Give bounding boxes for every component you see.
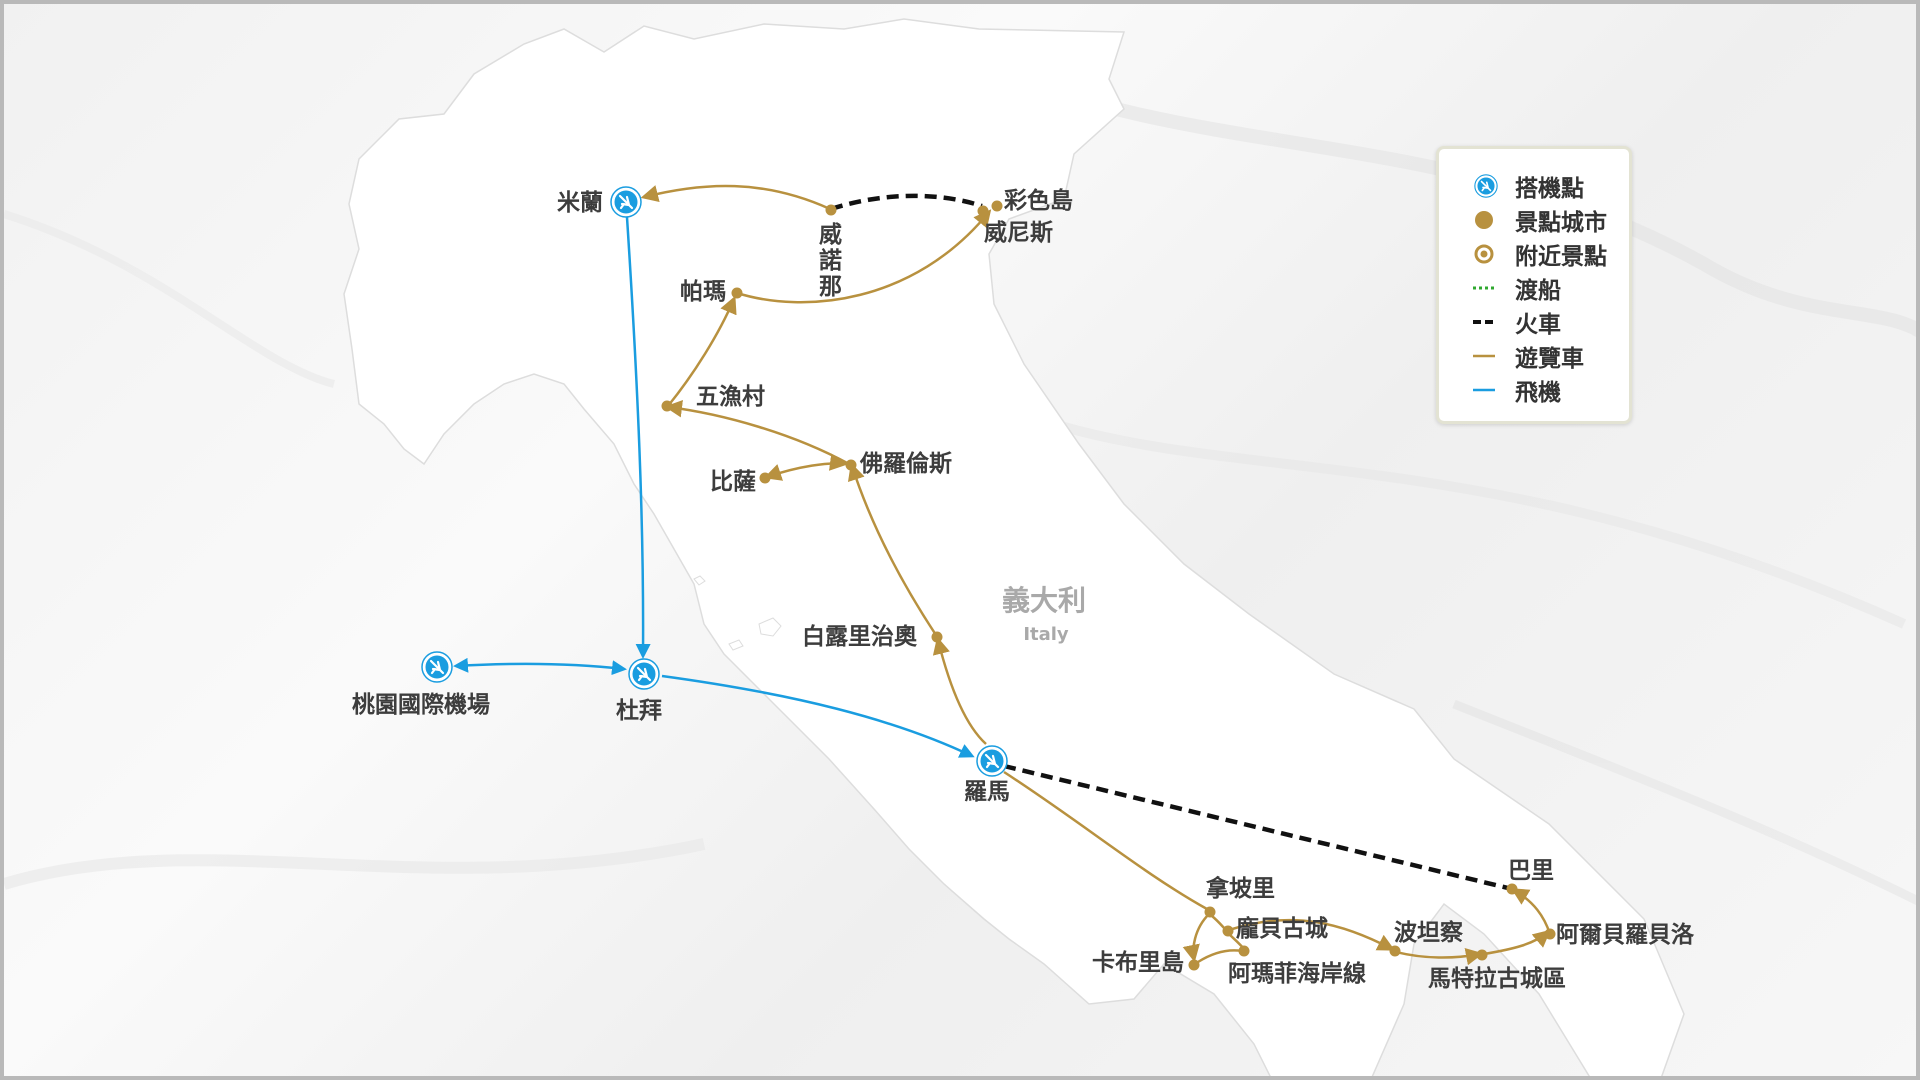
city-dot-capri — [1188, 959, 1200, 971]
label-parma: 帕瑪 — [680, 278, 726, 305]
legend-label-train: 火車 — [1515, 312, 1561, 338]
city-dot-parma — [731, 287, 743, 299]
city-dot-florence — [845, 459, 857, 471]
label-cinque-terre: 五漁村 — [696, 383, 765, 410]
bus-route-matera-alberobello — [1483, 929, 1551, 956]
label-dubai: 杜拜 — [616, 698, 662, 724]
label-pompeii: 龐貝古城 — [1236, 915, 1328, 942]
bus-route-verona-milan — [640, 184, 831, 211]
label-bari: 巴里 — [1508, 858, 1554, 884]
city-dot-amalfi — [1238, 945, 1250, 957]
airport-icon-dubai — [627, 657, 661, 691]
country-label: 義大利 — [1002, 584, 1086, 617]
label-milan: 米蘭 — [557, 190, 603, 216]
city-dot-pompeii — [1222, 925, 1234, 937]
legend-label-bus: 遊覽車 — [1515, 346, 1584, 372]
city-dot-verona — [825, 204, 837, 216]
label-venice: 威尼斯 — [984, 219, 1053, 246]
bus-route-rome-naples — [1003, 770, 1208, 911]
train-line-icon — [1473, 309, 1505, 335]
bus-route-potenza-matera — [1395, 948, 1484, 966]
label-verona-1: 威 — [819, 221, 842, 248]
label-civita: 白露里治奧 — [802, 623, 918, 650]
bus-routes — [640, 184, 1552, 966]
label-burano: 彩色島 — [1003, 187, 1073, 214]
legend-item-nearby: 附近景點 — [1473, 237, 1629, 271]
city-dot-alberobello — [1544, 928, 1556, 940]
label-amalfi: 阿瑪菲海岸線 — [1228, 960, 1366, 987]
bus-route-pisa-florence — [763, 453, 848, 481]
bus-route-cinque-parma — [667, 295, 737, 407]
city-dot-burano — [991, 200, 1003, 212]
flight-route-taoyuan-dubai — [453, 657, 627, 676]
legend-item-bus: 遊覽車 — [1473, 339, 1629, 373]
bus-route-pompeii-potenza — [1228, 918, 1396, 951]
label-taoyuan: 桃園國際機場 — [352, 691, 490, 718]
nearby-spot-icon — [1473, 241, 1505, 267]
label-potenza: 波坦察 — [1394, 919, 1464, 946]
city-dot-bari — [1506, 883, 1518, 895]
legend-item-airport: 搭機點 — [1473, 169, 1629, 203]
train-route-verona-venice — [830, 193, 983, 212]
city-dot-naples — [1204, 906, 1216, 918]
legend-item-flight: 飛機 — [1473, 373, 1629, 407]
bus-line-icon — [1473, 343, 1505, 369]
label-florence: 佛羅倫斯 — [859, 450, 952, 477]
route-map: 義大利 Italy — [4, 18, 1916, 1076]
city-dot-matera — [1476, 949, 1488, 961]
flight-line-icon — [1473, 377, 1505, 403]
legend-item-train: 火車 — [1473, 305, 1629, 339]
city-dot-pisa — [759, 472, 771, 484]
label-rome: 羅馬 — [964, 779, 1010, 805]
city-dots — [661, 200, 1556, 971]
city-dot-potenza — [1389, 945, 1401, 957]
label-alberobello: 阿爾貝羅貝洛 — [1556, 921, 1695, 948]
label-capri: 卡布里島 — [1092, 949, 1184, 976]
flight-route-milan-dubai — [624, 201, 651, 659]
label-matera: 馬特拉古城區 — [1428, 965, 1566, 992]
city-dot-civita — [931, 631, 943, 643]
label-verona-3: 那 — [819, 274, 842, 300]
bus-route-parma-venice — [736, 209, 992, 304]
legend-label-nearby: 附近景點 — [1515, 244, 1607, 270]
legend-item-ferry: 渡船 — [1473, 271, 1629, 305]
airport-icon-rome — [975, 744, 1009, 778]
map-legend: 搭機點 景點城市 附近景點 渡船 火車 遊覽車 飛機 — [1436, 146, 1632, 424]
bus-route-civita-florence — [847, 462, 938, 636]
city-labels: 米蘭 威 諾 那 彩色島 威尼斯 帕瑪 五漁村 佛羅倫斯 比薩 白露里治奧 羅馬… — [352, 187, 1695, 992]
airport-icon — [1473, 173, 1505, 199]
label-pisa: 比薩 — [710, 469, 756, 495]
train-routes — [830, 193, 1513, 892]
flight-routes — [453, 201, 975, 758]
label-naples: 拿坡里 — [1205, 875, 1275, 902]
country-label-en: Italy — [1023, 624, 1069, 645]
train-route-rome-bari — [1003, 763, 1513, 892]
legend-label-ferry: 渡船 — [1515, 278, 1561, 304]
flight-route-dubai-rome — [661, 674, 975, 758]
label-verona-2: 諾 — [819, 247, 842, 274]
italy-landmass — [343, 18, 1685, 1076]
legend-label-city: 景點城市 — [1515, 210, 1607, 236]
airport-icon-milan — [609, 185, 643, 219]
city-dot-cinque-terre — [661, 400, 673, 412]
legend-label-flight: 飛機 — [1515, 380, 1561, 406]
airport-icon-taoyuan — [420, 650, 454, 684]
legend-item-city: 景點城市 — [1473, 203, 1629, 237]
bus-route-rome-civita — [932, 636, 987, 745]
legend-label-airport: 搭機點 — [1515, 176, 1584, 202]
bus-route-naples-capri — [1182, 913, 1210, 963]
ferry-line-icon — [1473, 275, 1505, 301]
city-dot-venice — [977, 205, 989, 217]
city-dot-icon — [1473, 207, 1505, 233]
